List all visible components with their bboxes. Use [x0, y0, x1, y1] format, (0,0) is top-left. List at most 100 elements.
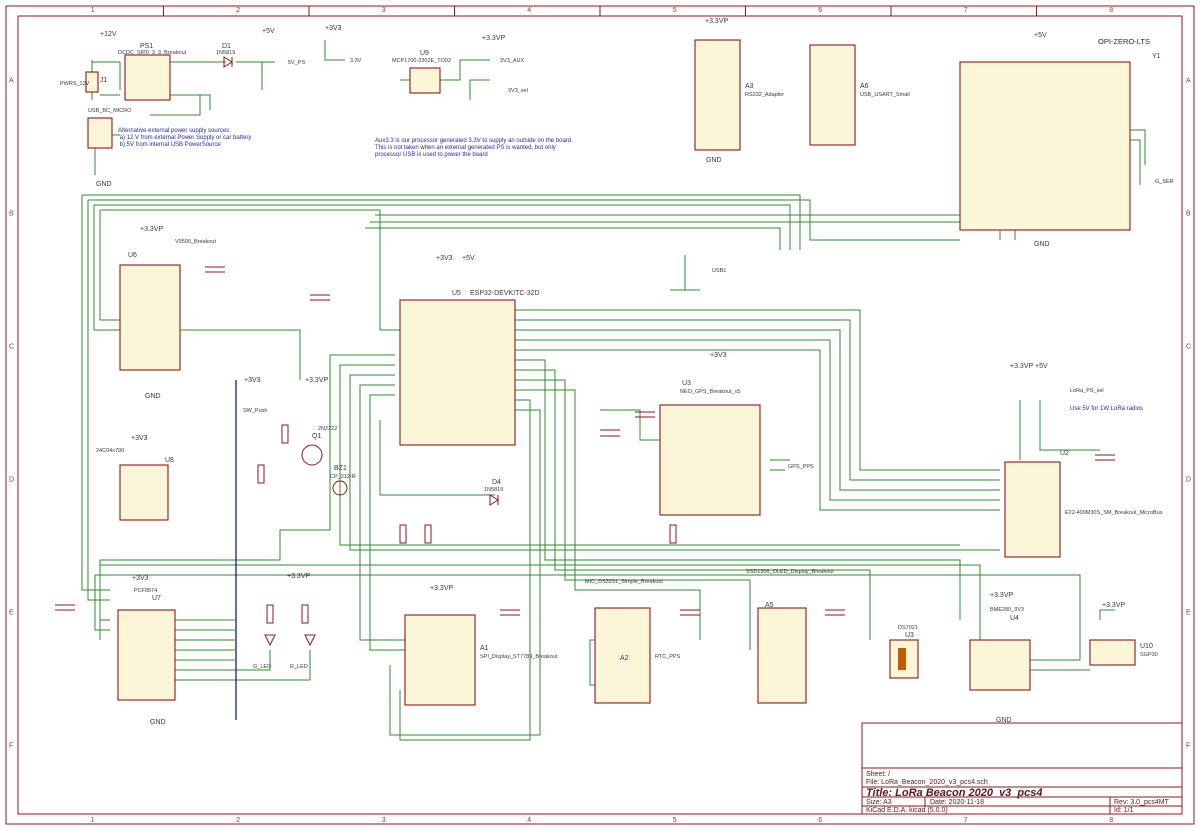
a6-ref: A6 — [860, 83, 869, 90]
d4-ref: D4 — [492, 479, 501, 486]
tb-size: Size: A3 — [866, 799, 892, 806]
grid-row-label: E — [1186, 610, 1191, 617]
label-gnd-e: GND — [150, 719, 166, 726]
u6-breakout: U6 V9500_Breakout — [119, 239, 216, 371]
label-gnd-d: GND — [145, 393, 161, 400]
label-usb1: USB1 — [712, 268, 726, 274]
u4-bme280: U4 BME280_3V3 — [969, 607, 1031, 691]
d4-value: 1N5819 — [484, 487, 503, 493]
u6-ref: U6 — [128, 252, 137, 259]
grid-row-label: F — [9, 743, 13, 750]
label-3v3-a: +3V3 — [325, 25, 342, 32]
e22-value: E22-400M30S_SM_Breakout_MicroBus — [1065, 510, 1163, 516]
grid-row-label: A — [9, 78, 14, 85]
u5-ref: U5 — [452, 290, 461, 297]
label-sw-push: SW_Push — [243, 408, 267, 414]
label-g-ser: G_SER — [1155, 179, 1174, 185]
grid-column-label: 3 — [382, 7, 386, 14]
label-3v3p-b: +3.3VP — [705, 18, 728, 25]
label-5v-ps: 5V_PS — [288, 60, 305, 66]
a1-value: SPI_Display_ST7789_Breakout — [480, 654, 558, 660]
ds-ref: U3 — [905, 632, 914, 639]
a3-ref: A3 — [745, 83, 754, 90]
annotations: Alternative external power supply source… — [118, 128, 1143, 412]
usb-micro-connector: USB_BC_MICRO — [87, 108, 132, 149]
d1-diode: D1 1N5819 — [216, 43, 235, 68]
d1-value: 1N5819 — [216, 50, 235, 56]
a6-value: USB_USART_Small — [860, 92, 910, 98]
label-3v3p-c: +3.3VP — [140, 226, 163, 233]
note-supply-line: Alternative external power supply source… — [118, 128, 231, 134]
grid-column-label: 8 — [1109, 817, 1113, 824]
grid-column-label: 3 — [382, 817, 386, 824]
label-3v3-aux: 3V3_AUX — [500, 58, 524, 64]
label-gps-pps: GPS_PPS — [788, 464, 814, 470]
grid-row-label: A — [1186, 78, 1191, 85]
note-aux-line: Aux3.3 is our processor generated 3.3V t… — [375, 138, 573, 144]
ps1-ref: PS1 — [140, 43, 153, 50]
label-5v-b: +5V — [1034, 32, 1047, 39]
grid-column-label: 7 — [964, 7, 968, 14]
net-labels: +12V +5V +3V3 +3.3VP +3.3VP +5V +3.3VP +… — [96, 18, 1174, 726]
opi-zero-board: Y1 OPI-ZERO-LTS — [959, 37, 1161, 231]
u7-io-expander: U7 PCF8574 — [117, 588, 176, 701]
grid-row-label: B — [1186, 211, 1191, 218]
j1-power-connector: J1 PWRS_12V — [60, 71, 108, 93]
note-aux-line: processor USB is used to power the board — [375, 152, 488, 158]
u5-esp32-devkit: U5 ESP32-DEVKITC-32D — [399, 290, 540, 446]
gps-neo-module: U3 NEO_GPS_Breakout_v5 — [659, 380, 761, 516]
label-3v3-j: 3.3V — [350, 58, 362, 64]
label-r-led: R_LED — [290, 664, 308, 670]
bme-ref: U4 — [1010, 615, 1019, 622]
label-lora-ps-sel: LoRa_PS_sel — [1070, 388, 1104, 394]
bz1-buzzer: BZ1 CP_212-R — [330, 465, 356, 496]
note-aux: Aux3.3 is our processor generated 3.3V t… — [375, 138, 573, 158]
label-gnd-f: GND — [996, 717, 1012, 724]
label-5v-a: +5V — [262, 28, 275, 35]
label-3v3-c: +3V3 — [710, 352, 727, 359]
opi-ref: Y1 — [1152, 53, 1161, 60]
passives — [55, 266, 1115, 647]
grid-column-label: 5 — [673, 817, 677, 824]
grid-column-label: 1 — [91, 7, 95, 14]
e22-ref: U2 — [1060, 450, 1069, 457]
sgp-ref: U10 — [1140, 643, 1153, 650]
grid-row-label: E — [9, 610, 14, 617]
a5-ref: A5 — [765, 602, 774, 609]
tb-kicad: KiCad E.D.A. kicad (5.0.0) — [866, 807, 948, 814]
label-5v-d: +5V — [1035, 363, 1048, 370]
label-3v3-e: +3V3 — [132, 575, 149, 582]
grid-column-label: 4 — [527, 7, 531, 14]
bz1-ref: BZ1 — [334, 465, 347, 472]
grid-column-label: 7 — [964, 817, 968, 824]
a2-rtc-module: A2 MIC_DS3231_Simple_Breakout — [585, 579, 663, 704]
grid-column-label: 2 — [236, 7, 240, 14]
a2-ref: A2 — [620, 655, 629, 662]
label-gnd-c: GND — [1034, 241, 1050, 248]
tb-file: File: LoRa_Beacon_2020_v3_pcs4.sch — [866, 779, 988, 786]
q1-ref: Q1 — [312, 433, 321, 440]
pcf-value: PCF8574 — [134, 588, 157, 594]
label-3v3p-i: +3.3VP — [1102, 602, 1125, 609]
grid-column-label: 5 — [673, 7, 677, 14]
a3-rs232-adapter: A3 RS232_Adapter — [694, 39, 784, 151]
q1-value: 2N2222 — [318, 426, 337, 432]
note-aux-line: This is not taken when an external gener… — [375, 145, 556, 151]
gps-ref: U3 — [682, 380, 691, 387]
label-5v-c: +5V — [462, 255, 475, 262]
sgp-value: SGP30 — [1140, 652, 1158, 658]
tb-title: Title: LoRa Beacon 2020_v3_pcs4 — [866, 787, 1043, 799]
a5-value: SSD1306_OLED_Display_Breakout — [746, 569, 834, 575]
e22-lora-module: U2 E22-400M30S_SM_Breakout_MicroBus — [1004, 450, 1163, 558]
u5-value: ESP32-DEVKITC-32D — [470, 290, 540, 297]
bme-value: BME280_3V3 — [990, 607, 1024, 613]
ds-value: DS7021 — [898, 625, 918, 631]
a2-value: MIC_DS3231_Simple_Breakout — [585, 579, 663, 585]
grid-row-label: F — [1186, 743, 1190, 750]
usb-conn-value: USB_BC_MICRO — [88, 108, 132, 114]
d4-diode: D4 1N5819 — [484, 479, 503, 506]
note-supply: Alternative external power supply source… — [118, 128, 251, 148]
pcf-ref: U7 — [152, 595, 161, 602]
